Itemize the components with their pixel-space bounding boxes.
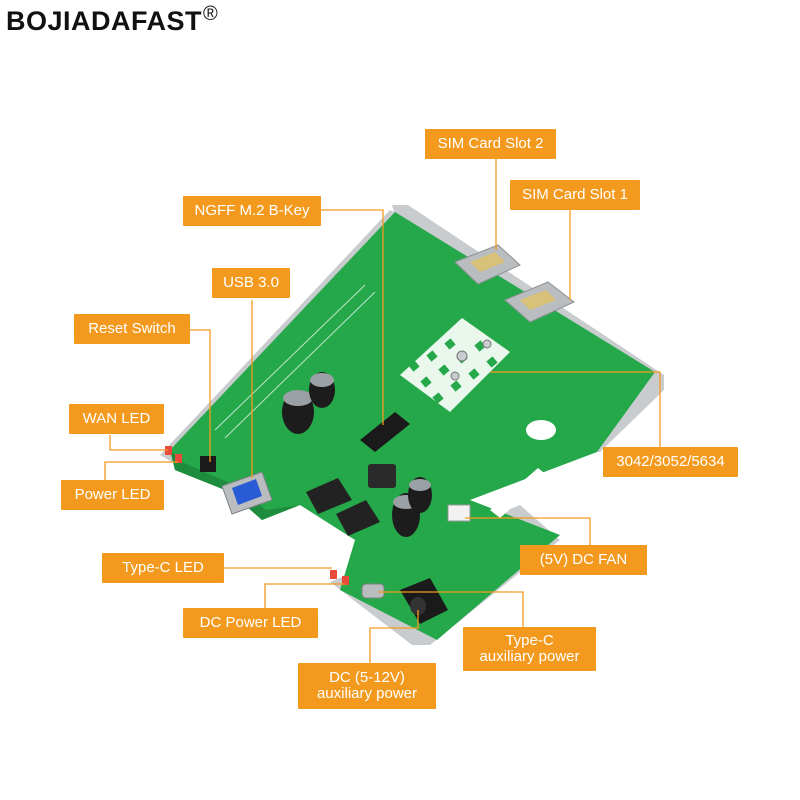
- callout-typec-led: Type-C LED: [102, 553, 224, 583]
- callout-usb-text: USB 3.0: [223, 274, 279, 292]
- reset-switch: [200, 456, 216, 472]
- brand-logo: BOJIADAFAST®: [6, 4, 218, 36]
- callout-typec-aux-power: Type-C auxiliary power: [463, 627, 596, 671]
- qc-passed-sticker: [526, 420, 556, 440]
- brand-name: BOJIADAFAST: [6, 6, 203, 36]
- regulator-chip-2: [336, 500, 380, 536]
- callout-wan-led: WAN LED: [69, 404, 164, 434]
- callout-dc-fan: (5V) DC FAN: [520, 545, 647, 575]
- callout-power-led: Power LED: [61, 480, 164, 510]
- callout-sim-card-slot-1: SIM Card Slot 1: [510, 180, 640, 210]
- callout-sim-card-slot-2: SIM Card Slot 2: [425, 129, 556, 159]
- silkscreen-text: [214, 284, 376, 439]
- callout-dc-power-led-text: DC Power LED: [199, 614, 302, 632]
- callout-dc-power-led: DC Power LED: [183, 608, 318, 638]
- sim-slot-2: [454, 244, 521, 285]
- fan-connector: [447, 504, 471, 522]
- callout-module-size-text: 3042/3052/5634: [616, 453, 725, 471]
- callout-dc-fan-text: (5V) DC FAN: [539, 551, 628, 569]
- registered-mark: ®: [203, 3, 219, 25]
- regulator-chip-1: [306, 478, 352, 514]
- callout-power-led-text: Power LED: [74, 486, 151, 504]
- inductor: [368, 464, 396, 488]
- usb-port: [221, 471, 273, 515]
- callout-sim-card-slot-1-text: SIM Card Slot 1: [522, 186, 628, 204]
- callout-usb: USB 3.0: [212, 268, 290, 298]
- callout-typec-aux-power-line1: Type-C: [505, 632, 554, 650]
- label-sticker: [490, 468, 548, 518]
- sim-slot-1: [504, 281, 575, 323]
- callout-typec-led-text: Type-C LED: [122, 559, 204, 577]
- capacitors: [282, 372, 432, 537]
- callout-dc-aux-power-line2: auxiliary power: [316, 685, 418, 702]
- callout-module-size: 3042/3052/5634: [603, 447, 738, 477]
- callout-dc-aux-power-line1: DC (5-12V): [329, 669, 405, 687]
- module-footprint: [400, 318, 510, 412]
- callout-ngff-text: NGFF M.2 B-Key: [194, 202, 310, 220]
- callout-dc-aux-power: DC (5-12V) auxiliary power: [298, 663, 436, 709]
- callout-reset-switch-text: Reset Switch: [88, 320, 176, 338]
- callout-ngff: NGFF M.2 B-Key: [183, 196, 321, 226]
- m2-slot: [360, 412, 410, 452]
- dc-power-led: [342, 576, 349, 585]
- typec-led: [330, 570, 337, 579]
- power-led: [175, 454, 182, 463]
- callout-wan-led-text: WAN LED: [82, 410, 151, 428]
- callout-typec-aux-power-line2: auxiliary power: [479, 648, 580, 665]
- typec-port: [361, 583, 385, 599]
- callout-sim-card-slot-2-text: SIM Card Slot 2: [437, 135, 544, 153]
- wan-led: [165, 446, 172, 455]
- dc-jack: [400, 578, 448, 624]
- callout-reset-switch: Reset Switch: [74, 314, 190, 344]
